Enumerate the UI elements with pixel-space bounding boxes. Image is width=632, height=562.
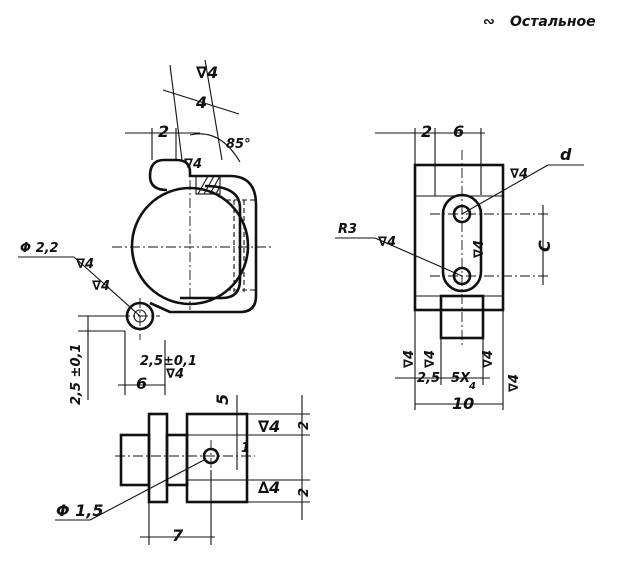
- dim-right-slot: 5X: [451, 371, 471, 386]
- dim-bottom-w: 7: [172, 526, 184, 545]
- block-outline: [413, 163, 505, 312]
- roughness-right-6: ∇4: [481, 350, 496, 368]
- dim-right-w: 10: [452, 394, 474, 413]
- roughness-left-5: ∇4: [166, 367, 184, 382]
- dim-left-tol-b: 2,5±0,1: [140, 354, 197, 369]
- pin-body: [185, 412, 249, 504]
- roughness-right-3: ∇4: [378, 235, 396, 250]
- left-view: 2 4 ∇4 85° ∇4 Φ 2,2 ∇4 ∇4 2,5 ±0,1 2,5±0…: [18, 59, 272, 405]
- roughness-bottom-2: ∆4: [258, 478, 280, 497]
- roughness-right-5: ∇4: [423, 350, 438, 368]
- roughness-right-7: ∇4: [507, 374, 522, 392]
- dim-right-b: 6: [453, 122, 464, 141]
- dim-right-d: d: [560, 145, 572, 164]
- dim-right-a: 2: [421, 122, 432, 141]
- right-view: 2 6 d ∇4 C ∇4 R3 ∇4 2,5 5X 4 10 ∇4 ∇4 ∇4…: [335, 122, 584, 413]
- surface-note-text: Остальное: [510, 14, 596, 30]
- dim-right-c: C: [535, 240, 554, 252]
- roughness-left-1: ∇4: [196, 63, 218, 82]
- dim-bottom-hole: Φ 1,5: [56, 501, 104, 520]
- roughness-right-4: ∇4: [402, 350, 417, 368]
- dim-left-a: 2: [158, 122, 169, 141]
- dim-bottom-d1: 2: [297, 421, 312, 430]
- dim-left-w: 6: [136, 374, 147, 393]
- roughness-bottom-1: ∇4: [258, 417, 280, 436]
- bottom-view: 5 1 2 2 ∇4 ∆4 Φ 1,5 7: [55, 394, 312, 545]
- dim-bottom-h: 5: [213, 394, 232, 405]
- roughness-left-2: ∇4: [184, 157, 202, 172]
- dim-bottom-one: 1: [241, 441, 250, 456]
- roughness-right-2: ∇4: [472, 240, 487, 258]
- roughness-left-3: ∇4: [76, 257, 94, 272]
- dim-left-hole: Φ 2,2: [20, 241, 59, 256]
- main-bore: [130, 186, 250, 306]
- dim-bottom-d2: 2: [297, 488, 312, 497]
- dim-right-r: R3: [338, 222, 357, 237]
- roughness-left-4: ∇4: [92, 279, 110, 294]
- clamp-body-outline: [148, 158, 258, 314]
- surface-symbol: ∾: [483, 14, 495, 30]
- dim-left-b: 4: [195, 93, 207, 112]
- dim-right-bottom: 2,5: [417, 371, 440, 386]
- roughness-right-1: ∇4: [510, 167, 528, 182]
- dim-left-tol-a: 2,5 ±0,1: [69, 344, 84, 405]
- pin-stub: [119, 433, 151, 487]
- dim-right-slot-sub: 4: [468, 381, 476, 392]
- clamp-inner-outline: [180, 184, 242, 300]
- pin-flange: [147, 412, 169, 504]
- dim-left-angle: 85°: [226, 137, 251, 152]
